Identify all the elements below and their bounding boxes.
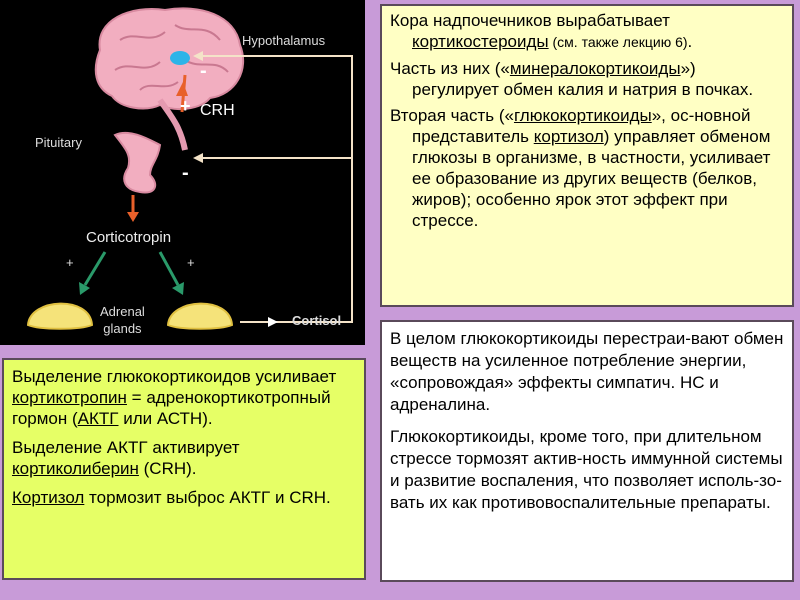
feedback-line bbox=[195, 55, 353, 323]
paragraph-metabolism: В целом глюкокортикоиды перестраи-вают о… bbox=[390, 329, 784, 414]
adrenal-glands-label: Adrenal glands bbox=[100, 304, 145, 336]
cortisol-label: Cortisol bbox=[292, 313, 342, 328]
hormone-axis-diagram: Hypothalamus Pituitary + CRH - - Cortico… bbox=[0, 0, 365, 345]
diagram-graphics bbox=[26, 7, 353, 330]
pituitary-shape bbox=[113, 131, 162, 194]
cortisol-link-left[interactable]: Кортизол bbox=[12, 488, 85, 507]
paragraph-cortisol-inhibition: Кортизол тормозит выброс АКТГ и CRH. bbox=[12, 488, 331, 507]
crh-plus-sign: + bbox=[180, 96, 191, 116]
corticotropin-label: Corticotropin bbox=[86, 229, 172, 246]
pituitary-label: Pituitary bbox=[35, 135, 82, 150]
glucocorticoids-link[interactable]: глюкокортикоиды bbox=[513, 106, 652, 125]
plus-sign-left: + bbox=[66, 255, 74, 270]
crh-label: CRH bbox=[200, 102, 235, 119]
paragraph-immune: Глюкокортикоиды, кроме того, при длитель… bbox=[390, 427, 783, 512]
plus-sign-right: + bbox=[187, 255, 195, 270]
corticoliberin-link[interactable]: кортиколиберин bbox=[12, 459, 139, 478]
adrenal-left bbox=[26, 302, 94, 330]
mineralocorticoids-link[interactable]: минералокортикоиды bbox=[509, 59, 681, 78]
glucocorticoid-effects-box: В целом глюкокортикоиды перестраи-вают о… bbox=[380, 320, 794, 582]
adrenal-right bbox=[166, 302, 234, 330]
paragraph-glucocorticoids: Вторая часть («глюкокортикоиды», ос-новн… bbox=[390, 106, 771, 230]
acth-link[interactable]: АКТГ bbox=[77, 409, 119, 428]
corticotropin-link[interactable]: кортикотропин bbox=[12, 388, 127, 407]
paragraph-corticosteroids: Кора надпочечников вырабатывает кортикос… bbox=[390, 11, 693, 51]
minus-sign-hypothalamus: - bbox=[200, 60, 207, 82]
corticosteroids-link[interactable]: кортикостероиды bbox=[412, 32, 549, 51]
cortisol-link[interactable]: кортизол bbox=[533, 127, 604, 146]
paragraph-crh: Выделение АКТГ активирует кортиколиберин… bbox=[12, 438, 240, 478]
minus-sign-pituitary: - bbox=[182, 162, 189, 184]
brain-shape bbox=[94, 7, 245, 111]
corticosteroids-info-box: Кора надпочечников вырабатывает кортикос… bbox=[380, 4, 794, 307]
regulation-info-box: Выделение глюкокортикоидов усиливает кор… bbox=[2, 358, 366, 580]
paragraph-acth: Выделение глюкокортикоидов усиливает кор… bbox=[12, 367, 337, 428]
hypothalamus-shape bbox=[170, 51, 190, 65]
paragraph-mineralocorticoids: Часть из них («минералокортикоиды») регу… bbox=[390, 59, 754, 99]
hypothalamus-label: Hypothalamus bbox=[242, 33, 326, 48]
